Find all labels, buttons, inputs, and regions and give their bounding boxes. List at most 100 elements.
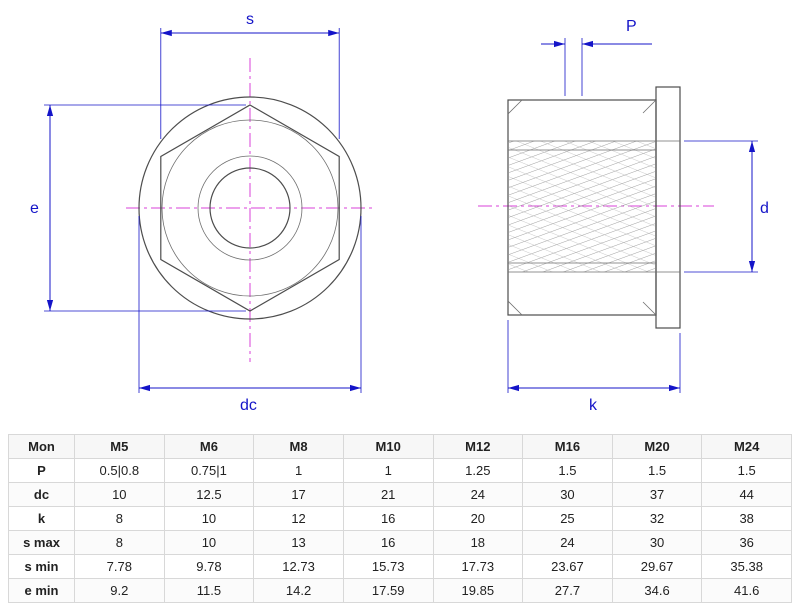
table-cell: 19.85 [432,578,524,603]
table-cell: 15.73 [342,554,434,579]
col-header-m24: M24 [701,434,792,459]
dim-label-dc: dc [240,397,257,414]
table-cell: 30 [522,482,613,507]
table-cell: 27.7 [522,578,613,603]
bore-circle [209,167,291,249]
table-cell: 29.67 [611,554,703,579]
e-dimension: e [30,104,246,312]
table-cell: 36 [701,530,792,555]
thread-major-circle [197,155,303,261]
row-label: dc [8,482,75,507]
dim-label-e: e [30,200,39,217]
table-cell: 8 [74,506,165,531]
table-cell: 12 [253,506,344,531]
col-header-m10: M10 [342,434,434,459]
chamfer-bottom-left [507,300,523,316]
chamfer-circle [161,119,339,297]
table-cell: 1.25 [432,458,524,483]
table-cell: 16 [342,506,434,531]
table-cell: 38 [701,506,792,531]
flange-circle [138,96,362,320]
table-cell: 20 [432,506,524,531]
table-cell: 1.5 [611,458,703,483]
table-cell: 41.6 [701,578,792,603]
row-label: e min [8,578,75,603]
table-cell: 1.5 [701,458,792,483]
dim-label-k: k [589,397,598,414]
technical-drawing: s e dc [30,11,769,414]
table-cell: 37 [611,482,703,507]
table-cell: 44 [701,482,792,507]
table-cell: 0.75|1 [163,458,255,483]
table-cell: 34.6 [611,578,703,603]
side-view: P d k [478,18,769,414]
flange-nut-drawing: s e dc [30,11,769,414]
table-cell: 18 [432,530,524,555]
dim-label-d: d [760,200,769,217]
table-cell: 25 [522,506,613,531]
d-dimension: d [684,140,769,273]
table-cell: 0.5|0.8 [74,458,165,483]
p-dimension: P [541,18,652,96]
row-label: s min [8,554,75,579]
hexagon-outline [160,104,340,312]
table-cell: 8 [74,530,165,555]
col-header-m8: M8 [253,434,344,459]
table-cell: 17.73 [432,554,524,579]
front-view: s e dc [30,11,374,414]
table-cell: 12.5 [163,482,255,507]
table-cell: 35.38 [701,554,792,579]
table-cell: 14.2 [253,578,344,603]
table-cell: 11.5 [163,578,255,603]
chamfer-top-left [507,99,523,115]
flange-outline [655,86,681,329]
table-cell: 12.73 [253,554,344,579]
col-header-m12: M12 [432,434,524,459]
table-cell: 1.5 [522,458,613,483]
table-cell: 30 [611,530,703,555]
chamfer-top-right [642,99,657,114]
col-header-m5: M5 [74,434,165,459]
table-cell: 17 [253,482,344,507]
col-header-mon: Mon [8,434,75,459]
row-label: P [8,458,75,483]
dim-label-p: P [626,18,637,35]
table-cell: 10 [163,530,255,555]
s-dimension: s [160,11,340,139]
dim-label-s: s [246,11,254,28]
col-header-m20: M20 [611,434,703,459]
chamfer-bottom-right [642,301,657,316]
table-cell: 24 [522,530,613,555]
col-header-m16: M16 [522,434,613,459]
table-cell: 10 [74,482,165,507]
table-cell: 21 [342,482,434,507]
table-cell: 1 [342,458,434,483]
table-cell: 9.2 [74,578,165,603]
table-cell: 24 [432,482,524,507]
table-cell: 9.78 [163,554,255,579]
k-dimension: k [507,320,681,414]
table-cell: 17.59 [342,578,434,603]
row-label: k [8,506,75,531]
table-cell: 32 [611,506,703,531]
table-cell: 1 [253,458,344,483]
table-cell: 16 [342,530,434,555]
thread-hatch-cross [509,141,655,272]
table-cell: 10 [163,506,255,531]
threaded-bore [508,140,680,273]
table-cell: 23.67 [522,554,613,579]
row-label: s max [8,530,75,555]
table-cell: 7.78 [74,554,165,579]
dc-dimension: dc [138,216,362,414]
col-header-m6: M6 [163,434,255,459]
table-cell: 13 [253,530,344,555]
